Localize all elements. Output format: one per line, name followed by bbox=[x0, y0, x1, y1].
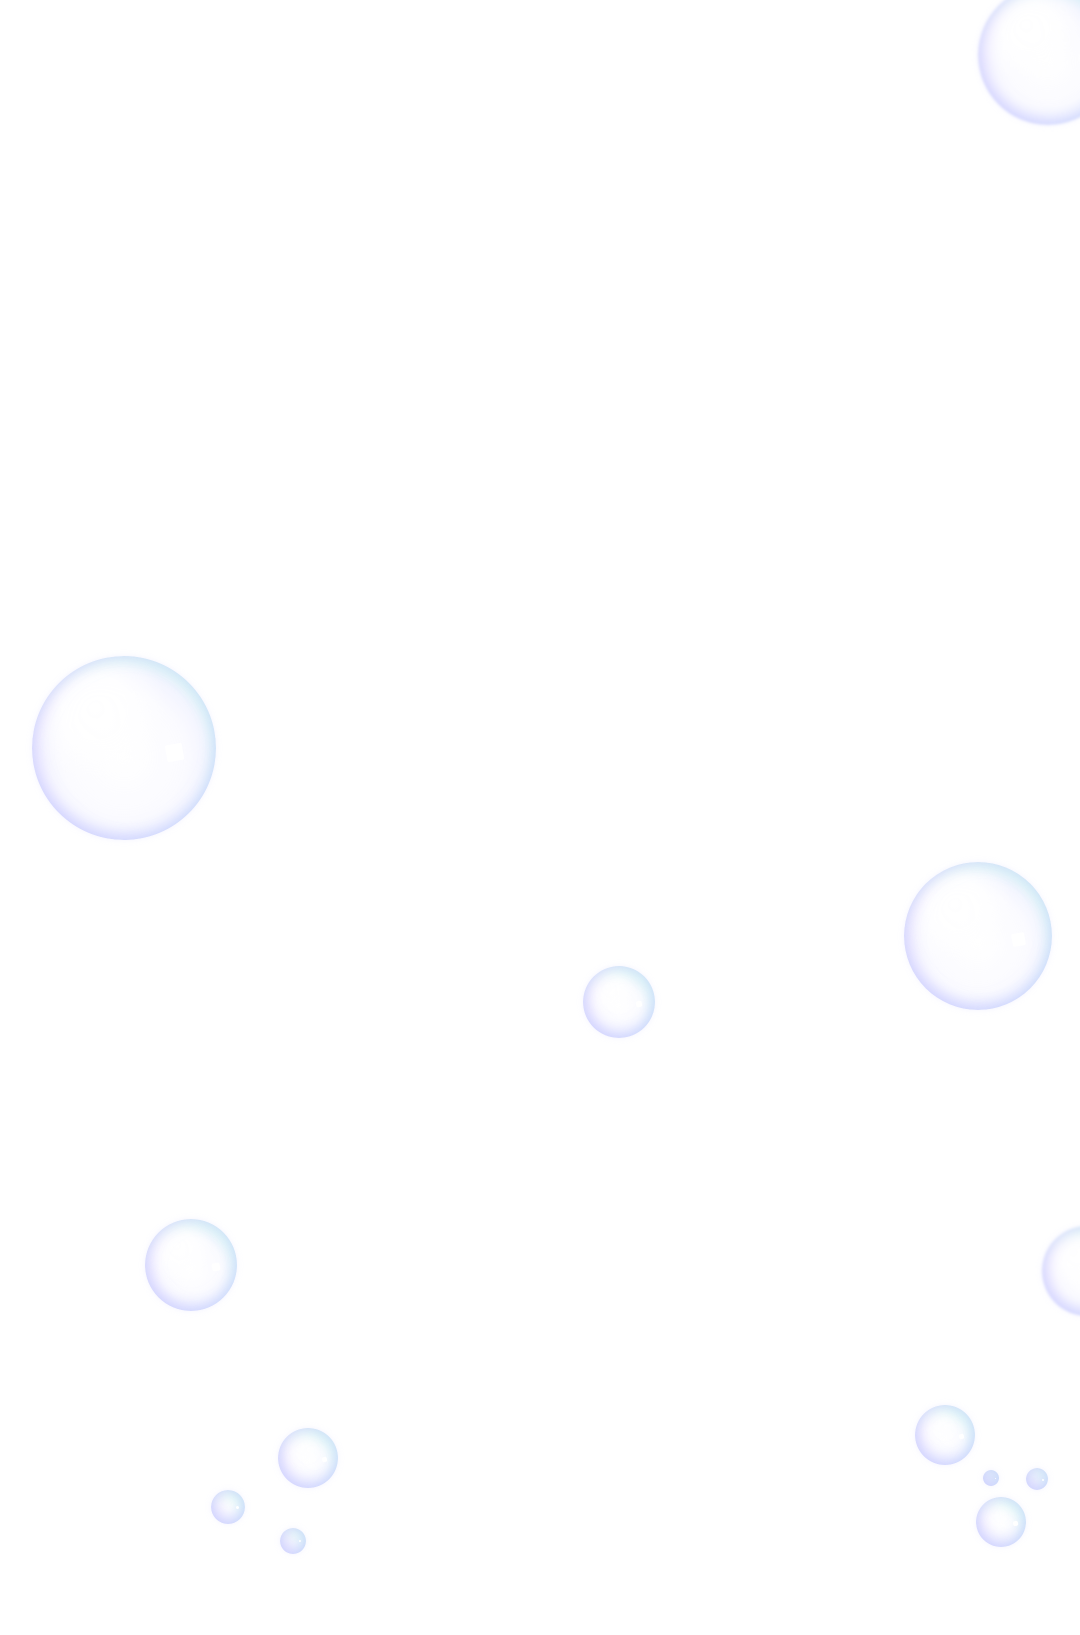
bubble-decoration bbox=[280, 1528, 306, 1554]
bubble-decoration bbox=[978, 0, 1080, 125]
bubble-decoration bbox=[32, 656, 216, 840]
bubble-decoration bbox=[983, 1470, 999, 1486]
bubble-decoration bbox=[976, 1497, 1026, 1547]
bubble-decoration bbox=[915, 1405, 975, 1465]
bubble-decoration bbox=[583, 966, 655, 1038]
bubble-decoration bbox=[145, 1219, 237, 1311]
bubble-decoration bbox=[1026, 1468, 1048, 1490]
bubble-decoration bbox=[278, 1428, 338, 1488]
bubble-decoration bbox=[1042, 1226, 1080, 1316]
bubble-decoration bbox=[211, 1490, 245, 1524]
bubble-decoration bbox=[904, 862, 1052, 1010]
